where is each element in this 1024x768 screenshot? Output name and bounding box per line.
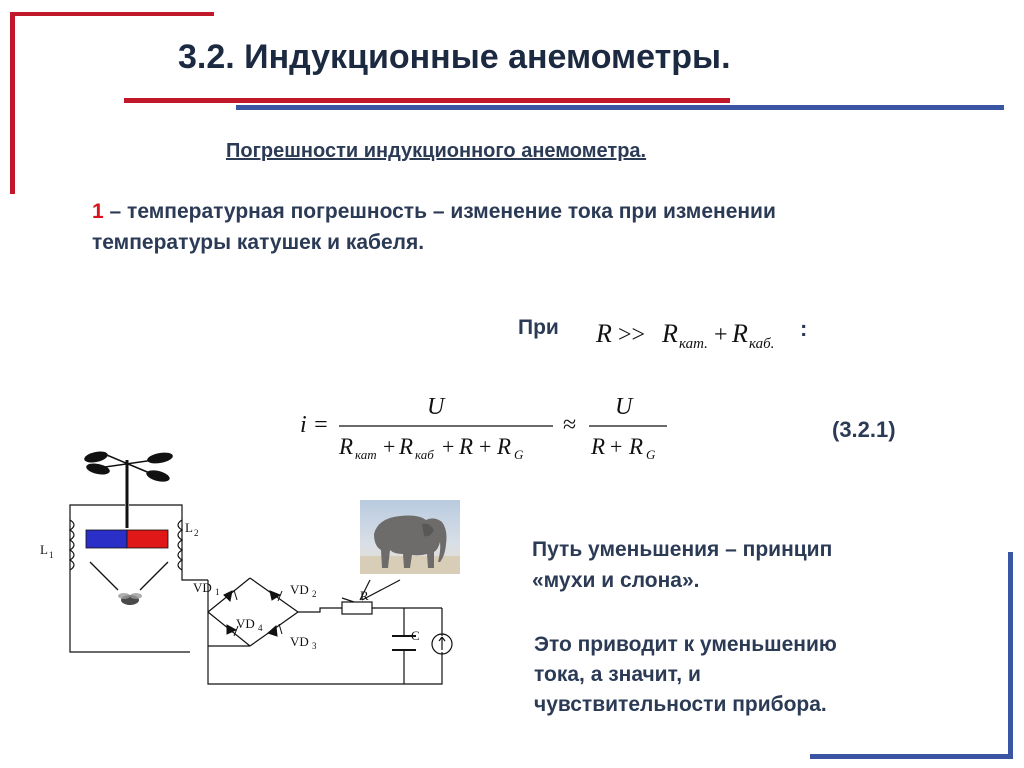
decor-red-top xyxy=(10,12,214,16)
label-vd3-sub: 3 xyxy=(312,641,317,651)
cond-op: >> xyxy=(618,322,645,348)
den1-a-sub: кат xyxy=(355,447,377,462)
label-c: C xyxy=(411,628,420,643)
label-l2-sub: 2 xyxy=(194,528,199,538)
resistor xyxy=(341,601,373,615)
cond-lhs: R xyxy=(595,319,612,348)
condition-suffix: : xyxy=(800,316,808,341)
label-vd2: VD xyxy=(290,582,309,597)
principle-line-1: Путь уменьшения – принцип xyxy=(532,538,833,561)
consequence-line-2: тока, а значит, и xyxy=(534,663,701,686)
condition-formula: R >> R кат. + R каб. xyxy=(595,319,774,352)
principle-text: Путь уменьшения – принцип «мухи и слона»… xyxy=(532,534,952,596)
blade-left-bottom xyxy=(86,463,110,475)
label-l2: L xyxy=(185,520,193,535)
label-vd4-sub: 4 xyxy=(258,623,263,633)
magnet-blue-pole xyxy=(85,529,128,549)
den1-a: R xyxy=(338,434,353,459)
diode-vd2 xyxy=(269,590,282,601)
den1-plus-3: + xyxy=(479,434,491,459)
den1-plus-1: + xyxy=(383,434,395,459)
label-vd1-sub: 1 xyxy=(215,587,220,597)
cond-r1: R xyxy=(661,319,678,348)
condition-prefix: При xyxy=(518,316,559,339)
cond-r1-sub: кат. xyxy=(679,336,708,352)
rotor-arm xyxy=(97,459,155,469)
coil-l2 xyxy=(177,519,184,571)
anemometer-circuit: L 1 L 2 VD 1 VD 2 VD 4 VD 3 R C xyxy=(40,451,453,685)
formula-lhs: i = xyxy=(300,412,329,438)
consequence-line-3: чувствительности прибора. xyxy=(534,693,827,716)
label-r: R xyxy=(360,588,369,603)
magnet-red-pole xyxy=(126,529,169,549)
cond-plus: + xyxy=(714,322,728,348)
cond-r2: R xyxy=(731,319,748,348)
slide-title: 3.2. Индукционные анемометры. xyxy=(178,38,731,76)
decor-blue-underline xyxy=(236,105,1004,110)
blade-right-top xyxy=(147,452,173,464)
formula-approx: ≈ xyxy=(563,412,576,438)
label-vd3: VD xyxy=(290,634,309,649)
den2-plus: + xyxy=(610,434,622,459)
consequence-line-1: Это приводит к уменьшению xyxy=(534,633,837,656)
label-vd4: VD xyxy=(236,616,255,631)
consequence-text: Это приводит к уменьшению тока, а значит… xyxy=(534,630,954,720)
blade-right-bottom xyxy=(146,470,170,482)
blade-left-top xyxy=(84,451,108,463)
principle-line-2: «мухи и слона». xyxy=(532,569,700,592)
label-vd2-sub: 2 xyxy=(312,589,317,599)
decor-red-vertical xyxy=(10,12,15,194)
den1-b-sub: каб xyxy=(415,447,434,462)
coil-l1 xyxy=(68,519,75,571)
equation-number: (3.2.1) xyxy=(832,417,896,442)
den1-c: R xyxy=(458,434,473,459)
formula-num1: U xyxy=(427,394,446,420)
error-point-1: 1 – температурная погрешность – изменени… xyxy=(92,196,852,258)
cond-r2-sub: каб. xyxy=(749,336,774,352)
decor-red-underline xyxy=(124,98,730,103)
ammeter xyxy=(431,633,453,655)
slide-subtitle: Погрешности индукционного анемометра. xyxy=(226,140,647,162)
diode-vd4 xyxy=(226,624,238,635)
main-formula: i = U R кат + R каб + R + R G ≈ U R + R … xyxy=(300,394,667,462)
formula-num2: U xyxy=(615,394,634,420)
point-number: 1 xyxy=(92,200,104,223)
den2-a: R xyxy=(590,434,605,459)
elephant-image xyxy=(360,500,460,574)
frame-right xyxy=(129,504,208,581)
den2-b-sub: G xyxy=(646,447,656,462)
diode-vd3 xyxy=(267,624,278,637)
diode-vd1 xyxy=(223,590,233,603)
label-l1-sub: 1 xyxy=(49,550,54,560)
point-text: – температурная погрешность – изменение … xyxy=(92,200,776,254)
den1-d: R xyxy=(496,434,511,459)
decor-blue-bottom xyxy=(810,754,1013,759)
svg-text:R: R xyxy=(595,319,612,348)
frame-left xyxy=(69,504,190,653)
label-l1: L xyxy=(40,542,48,557)
den1-plus-2: + xyxy=(442,434,454,459)
den2-b: R xyxy=(628,434,643,459)
den1-b: R xyxy=(398,434,413,459)
label-vd1: VD xyxy=(193,580,212,595)
decor-blue-right-vertical xyxy=(1008,552,1013,758)
den1-d-sub: G xyxy=(514,447,524,462)
